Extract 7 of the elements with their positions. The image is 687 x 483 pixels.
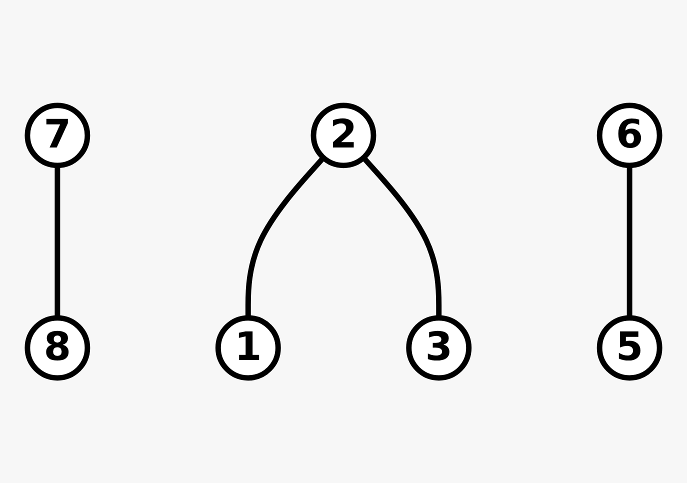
node-circle: 3 — [406, 315, 472, 380]
node-circle: 8 — [24, 315, 90, 380]
node-circle: 1 — [215, 315, 281, 380]
node-circle: 6 — [596, 102, 662, 168]
node-circle: 7 — [24, 102, 90, 168]
node-circle: 2 — [310, 102, 376, 168]
node-circle: 5 — [596, 315, 662, 380]
